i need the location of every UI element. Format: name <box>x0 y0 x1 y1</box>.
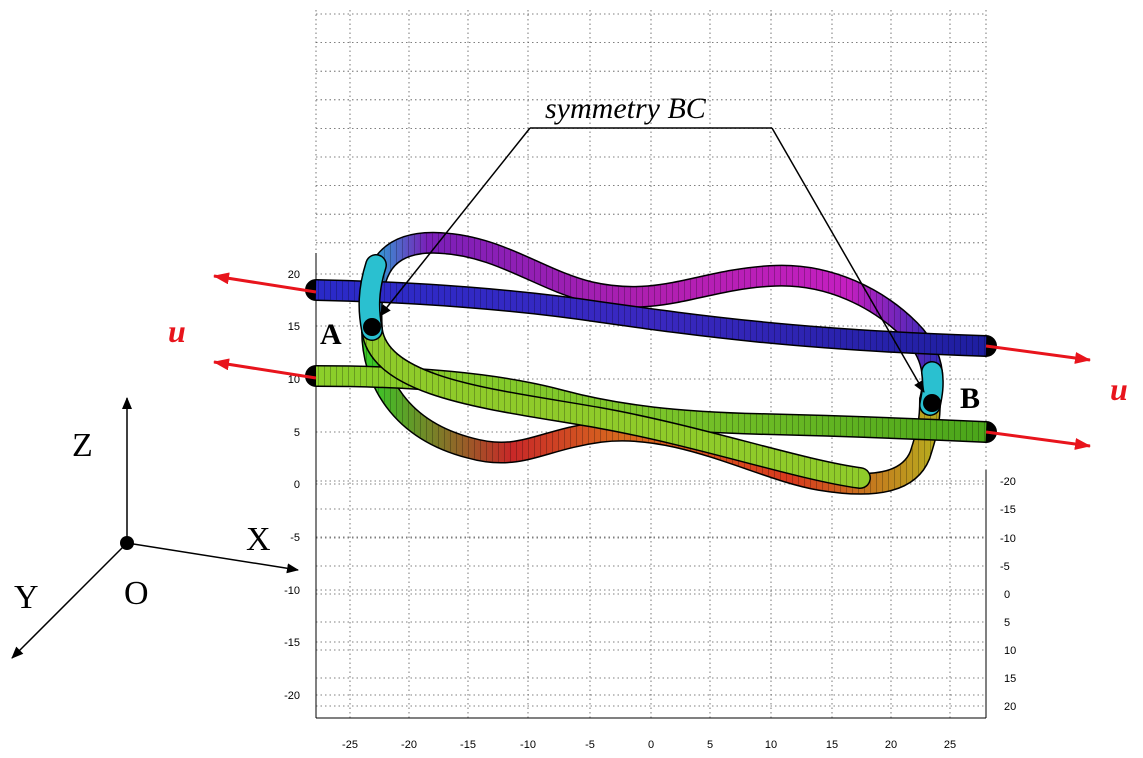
symmetry-callout: symmetry BC <box>379 92 925 393</box>
load-arrows: u u <box>168 272 1128 450</box>
left-tick: -5 <box>290 532 300 544</box>
left-vertical-ticks: 20 15 10 5 0 -5 -10 -15 -20 <box>284 269 300 702</box>
y-axis-arrow <box>11 542 128 659</box>
origin-marker <box>120 536 134 550</box>
right-tick: 0 <box>1004 589 1010 601</box>
x-tick: -15 <box>460 739 476 751</box>
load-arrow-right-top <box>985 344 1091 364</box>
left-tick: 15 <box>288 321 300 333</box>
left-tick: -20 <box>284 690 300 702</box>
load-label-left: u <box>168 313 186 349</box>
load-arrow-left-bottom <box>213 358 317 380</box>
point-b-label: B <box>960 382 980 415</box>
right-tick: -5 <box>1000 561 1010 573</box>
load-label-right: u <box>1110 371 1128 407</box>
point-a-label: A <box>320 318 342 351</box>
left-tick: 10 <box>288 374 300 386</box>
x-tick: -5 <box>585 739 595 751</box>
load-arrow-right-bottom <box>985 430 1091 450</box>
x-tick: -25 <box>342 739 358 751</box>
x-tick: 0 <box>648 739 654 751</box>
right-tick: 10 <box>1004 645 1016 657</box>
x-tick: 25 <box>944 739 956 751</box>
right-tick: -20 <box>1000 476 1016 488</box>
left-tick: -10 <box>284 585 300 597</box>
origin-label: O <box>124 575 149 612</box>
right-tick: -10 <box>1000 533 1016 545</box>
upper-straight-tube <box>305 279 997 357</box>
right-tick: 5 <box>1004 617 1010 629</box>
crossing-loop-segment <box>361 319 871 489</box>
point-b-marker <box>923 394 941 412</box>
left-tick: 20 <box>288 269 300 281</box>
left-tick: -15 <box>284 637 300 649</box>
z-axis-label: Z <box>72 427 93 464</box>
coordinate-triad: Z X Y O <box>11 397 299 659</box>
right-tick: 15 <box>1004 673 1016 685</box>
x-axis-arrow <box>126 542 299 574</box>
right-tick: 20 <box>1004 701 1016 713</box>
y-axis-label: Y <box>14 579 39 616</box>
symmetry-bc-label: symmetry BC <box>545 92 707 125</box>
horizontal-ticks: -25 -20 -15 -10 -5 0 5 10 15 20 25 <box>342 739 956 751</box>
callout-leader-a <box>379 127 531 317</box>
x-tick: -20 <box>401 739 417 751</box>
x-tick: 5 <box>707 739 713 751</box>
x-tick: 15 <box>826 739 838 751</box>
left-tick: 0 <box>294 479 300 491</box>
left-tick: 5 <box>294 427 300 439</box>
right-tick: -15 <box>1000 504 1016 516</box>
callout-leader-b <box>771 127 925 393</box>
x-tick: 20 <box>885 739 897 751</box>
tube-structure <box>305 231 997 495</box>
x-tick: -10 <box>520 739 536 751</box>
load-arrow-left-top <box>213 272 317 294</box>
x-tick: 10 <box>765 739 777 751</box>
point-a-marker <box>363 318 381 336</box>
upper-loop-tube <box>360 231 944 411</box>
right-vertical-ticks: -20 -15 -10 -5 0 5 10 15 20 <box>1000 476 1016 713</box>
x-axis-label: X <box>246 521 271 558</box>
